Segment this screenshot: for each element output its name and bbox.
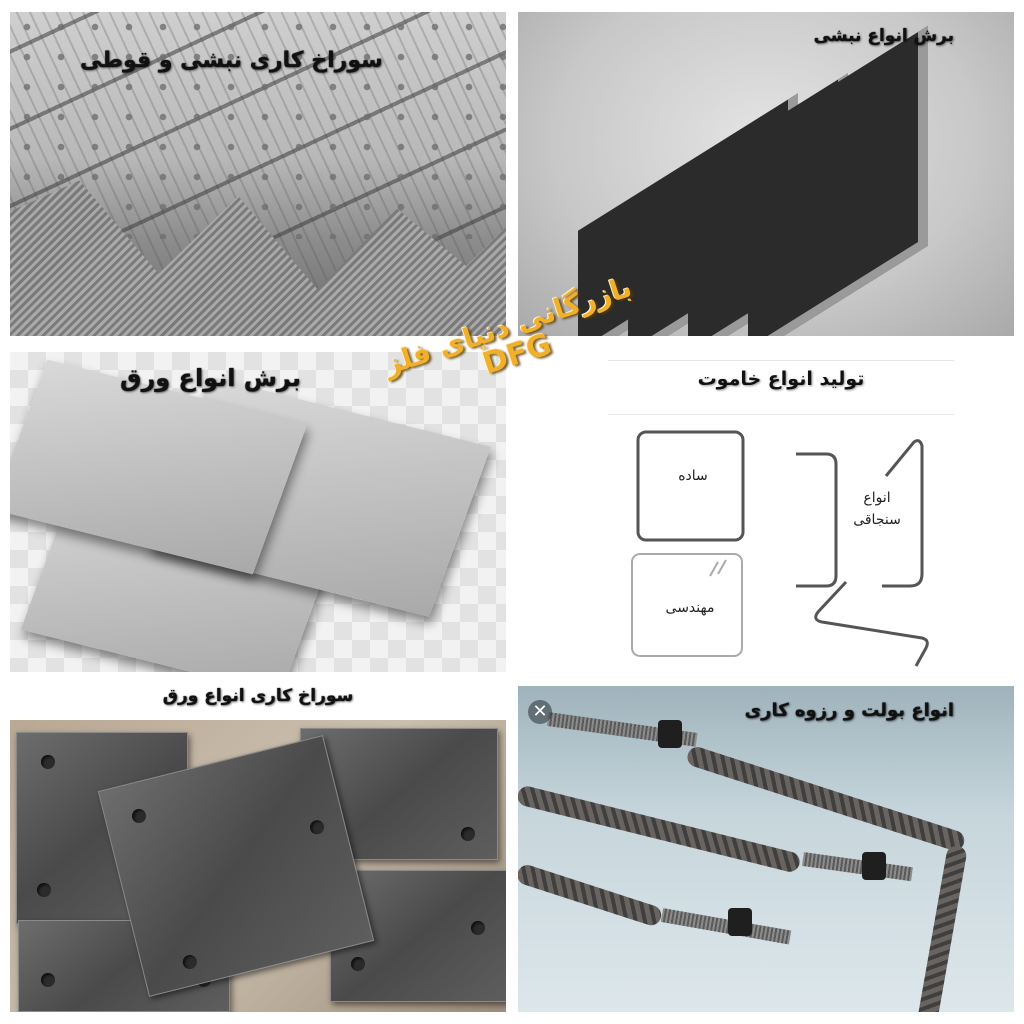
bolt-threading-panel: انواع بولت و رزوه کاری ✕	[518, 686, 1014, 1012]
bolt-hole	[181, 953, 199, 971]
stirrup-label-pin-types-2: سنجاقی	[853, 512, 901, 528]
bolt-hole	[461, 827, 475, 841]
bolt-threading-caption: انواع بولت و رزوه کاری	[744, 700, 954, 721]
stirrup-label-engineering: مهندسی	[665, 600, 715, 616]
hex-nut-graphic	[728, 908, 752, 936]
sheet-drilling-panel	[10, 720, 506, 1012]
bolt-hole	[130, 807, 148, 825]
bolt-hole	[308, 818, 326, 836]
stirrup-production-title: تولید انواع خاموت	[697, 368, 865, 390]
rebar-graphic	[518, 862, 664, 928]
angle-cutting-caption: برش انواع نبشی	[813, 26, 954, 46]
divider	[608, 414, 954, 415]
close-icon[interactable]: ✕	[528, 700, 552, 724]
stirrup-production-panel: تولید انواع خاموت ساده مهندسی انواع سنجا…	[598, 356, 964, 672]
bolt-hole	[351, 957, 365, 971]
bolt-hole	[471, 921, 485, 935]
sheet-cutting-panel: برش انواع ورق	[10, 352, 506, 672]
stirrup-diagram	[631, 430, 929, 667]
threaded-rod-graphic	[802, 852, 913, 882]
rebar-graphic	[518, 784, 802, 874]
angle-cutting-panel: برش انواع نبشی	[518, 12, 1014, 336]
angle-drilling-panel: سوراخ کاری نبشی و قوطی	[10, 12, 506, 336]
hex-nut-graphic	[658, 720, 682, 748]
sheet-cutting-caption: برش انواع ورق	[120, 364, 301, 392]
bolt-hole	[41, 755, 55, 769]
rebar-graphic	[915, 844, 968, 1012]
sheet-drilling-caption: سوراخ کاری انواع ورق	[162, 686, 354, 706]
divider	[608, 360, 954, 361]
bolt-hole	[37, 883, 51, 897]
threaded-rod-graphic	[660, 908, 792, 945]
angle-drilling-caption: سوراخ کاری نبشی و قوطی	[80, 48, 383, 73]
angle-bar-graphic	[748, 25, 928, 336]
bolt-hole	[41, 973, 55, 987]
sheet-drilling-caption-wrap: سوراخ کاری انواع ورق	[10, 686, 506, 706]
hex-nut-graphic	[862, 852, 886, 880]
stirrup-label-pin-types-1: انواع	[863, 490, 891, 506]
stirrup-label-simple: ساده	[678, 468, 708, 484]
